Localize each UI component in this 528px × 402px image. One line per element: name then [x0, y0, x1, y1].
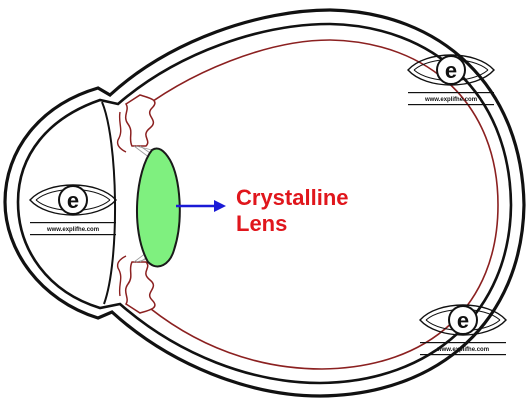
iris-bottom — [118, 256, 126, 296]
watermark-url: www.explifhe.com — [46, 227, 99, 233]
pointer-arrow — [176, 200, 226, 212]
label-line-1: Crystalline — [236, 185, 349, 210]
watermark-left: e www.explifhe.com — [30, 185, 116, 235]
ciliary-body-bottom — [126, 262, 155, 313]
watermark-letter: e — [457, 308, 469, 333]
watermark-url: www.explifhe.com — [424, 97, 477, 103]
watermark-letter: e — [67, 188, 79, 213]
crystalline-lens — [137, 148, 180, 266]
label-line-2: Lens — [236, 211, 287, 236]
ciliary-body-top — [126, 95, 155, 146]
watermark-url: www.explifhe.com — [436, 347, 489, 353]
iris-top — [118, 112, 126, 152]
watermark-letter: e — [445, 58, 457, 83]
